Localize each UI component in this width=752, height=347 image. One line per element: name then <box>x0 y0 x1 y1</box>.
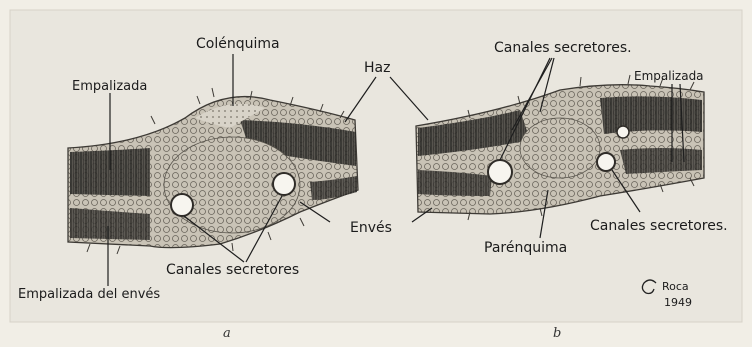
label-enves: Envés <box>350 220 392 236</box>
label-haz: Haz <box>364 60 390 76</box>
label-canales-secretores-top: Canales secretores. <box>494 40 632 56</box>
signature-name: Roca <box>662 280 689 293</box>
label-colenquima: Colénquima <box>196 36 280 52</box>
label-canales-secretores-b: Canales secretores. <box>590 218 728 234</box>
label-empalizada-del-enves: Empalizada del envés <box>18 287 160 302</box>
label-parenquima: Parénquima <box>484 240 567 256</box>
caption-a: a <box>223 326 231 341</box>
label-empalizada-a: Empalizada <box>72 79 147 94</box>
caption-b: b <box>553 326 561 341</box>
label-empalizada-b: Empalizada <box>634 69 704 83</box>
signature-year: 1949 <box>664 296 692 309</box>
label-canales-secretores-a: Canales secretores <box>166 262 299 278</box>
